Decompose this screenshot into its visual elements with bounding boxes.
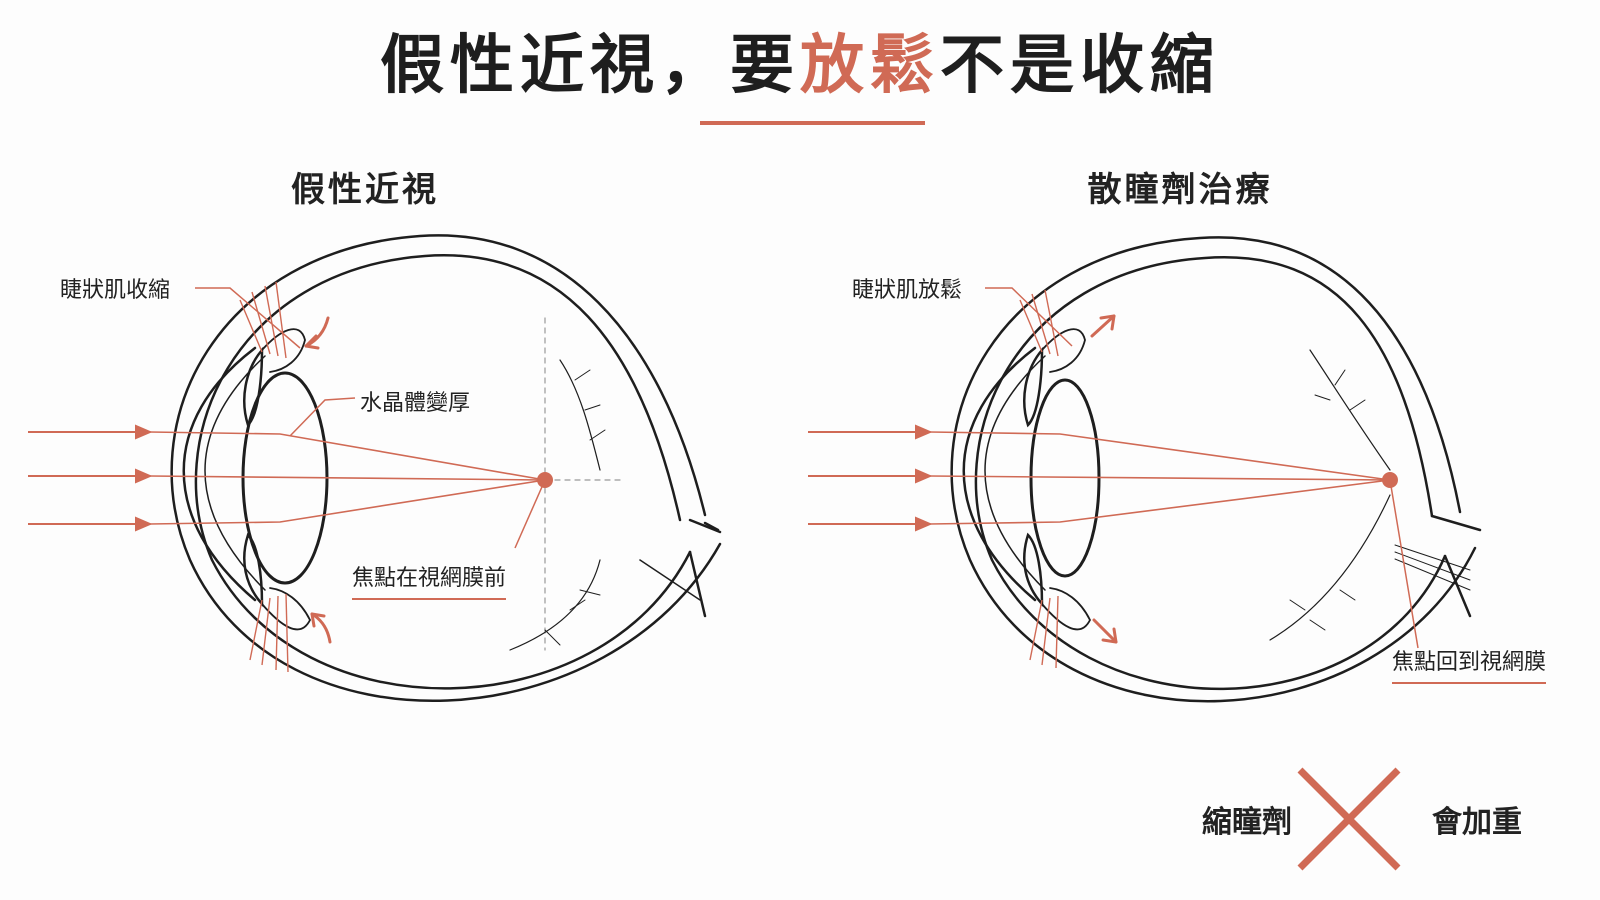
right-sclera-inner — [974, 256, 1447, 691]
page-title: 假性近視，要放鬆不是收縮 — [0, 14, 1600, 106]
right-optic-nerve-top — [1430, 514, 1482, 532]
left-sclera-inner — [194, 254, 692, 690]
left-ciliary-label: 睫狀肌收縮 — [60, 278, 171, 303]
left-sclera-outer — [170, 234, 722, 702]
left-focus-label: 焦點在視網膜前 — [352, 560, 507, 600]
right-ciliary-label: 睫狀肌放鬆 — [852, 278, 963, 303]
right-ciliary-muscle — [1019, 289, 1059, 669]
right-focus-label: 焦點回到視網膜 — [1392, 644, 1547, 684]
right-incoming-rays — [808, 424, 933, 532]
left-lens-leader — [289, 397, 356, 437]
right-leaders — [985, 287, 1419, 649]
left-panel-title: 假性近視 — [291, 170, 439, 210]
left-ciliary-leader — [195, 287, 301, 349]
right-panel-title: 散瞳劑治療 — [1087, 170, 1273, 210]
right-optic-nerve-bottom — [1443, 554, 1472, 618]
left-optic-nerve-top — [688, 518, 722, 534]
right-focus-leader — [1389, 479, 1419, 649]
right-eye-diagram — [950, 236, 1482, 703]
left-leaders — [195, 287, 546, 549]
title-part1: 假性近視，要 — [380, 29, 800, 103]
left-ciliary-muscle — [239, 281, 289, 673]
right-relax-arrows — [1090, 314, 1118, 644]
left-iris-lower — [243, 532, 264, 608]
title-part2: 不是收縮 — [940, 29, 1220, 103]
title-underline — [700, 121, 925, 125]
left-eye-diagram — [170, 234, 722, 702]
left-cornea — [182, 346, 257, 602]
left-lens-label: 水晶體變厚 — [360, 391, 471, 416]
right-ciliary-leader — [985, 287, 1073, 347]
left-optic-nerve-bottom — [688, 550, 707, 618]
right-iris-lower — [1023, 532, 1044, 608]
legend-left-text: 縮瞳劑 — [1202, 805, 1292, 840]
cross-mark-icon — [1297, 767, 1401, 871]
left-contract-arrows — [304, 316, 332, 644]
right-iris-upper — [1023, 346, 1044, 428]
right-cornea — [962, 346, 1037, 602]
left-iris-upper — [243, 346, 264, 428]
right-refracted-rays — [929, 431, 1391, 525]
left-refracted-rays — [149, 431, 546, 525]
title-highlight: 放鬆 — [800, 29, 940, 103]
legend-right-text: 會加重 — [1432, 805, 1522, 840]
left-incoming-rays — [28, 424, 153, 532]
left-focus-leader — [514, 479, 546, 549]
right-sclera-outer — [950, 236, 1477, 703]
